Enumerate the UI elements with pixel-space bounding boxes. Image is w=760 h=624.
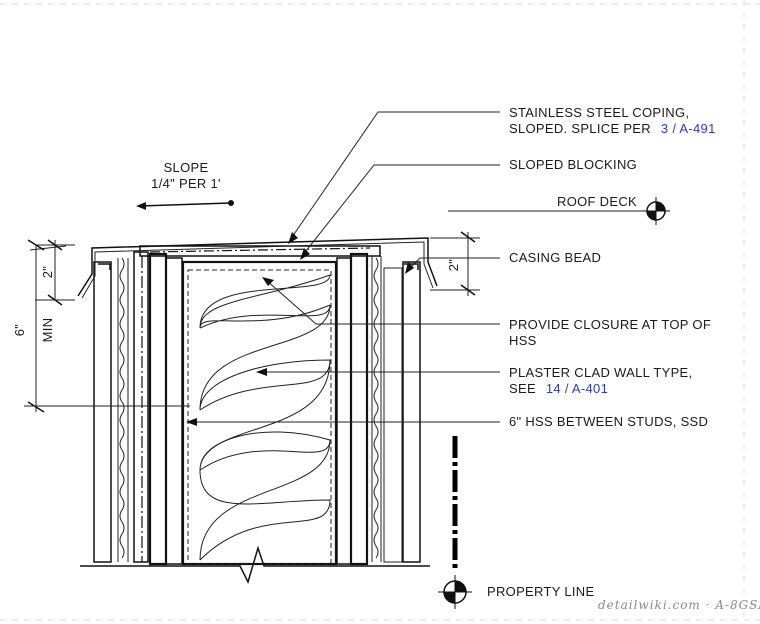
note-casing-bead: CASING BEAD xyxy=(509,250,601,265)
hss-inner-dashed xyxy=(187,269,332,565)
left-block xyxy=(165,257,183,565)
slope-value: 1/4" PER 1' xyxy=(151,176,221,191)
dimension-left xyxy=(24,239,190,413)
right-stud xyxy=(349,252,369,566)
dim-left-large: 6" xyxy=(12,324,27,337)
note-coping-ref: 3 / A-491 xyxy=(661,121,716,136)
left-plaster-layer xyxy=(93,261,112,563)
right-insulation-crosshatch xyxy=(383,267,403,563)
right-block xyxy=(336,257,352,565)
dimension-right xyxy=(430,231,480,296)
watermark: detailwiki.com · A-8GSAA xyxy=(598,598,760,612)
note-blocking: SLOPED BLOCKING xyxy=(509,157,637,172)
slope-arrow xyxy=(139,202,231,207)
leaders xyxy=(186,111,500,426)
note-plaster-line1: PLASTER CLAD WALL TYPE, xyxy=(509,365,692,380)
insulation-batt xyxy=(199,274,331,561)
note-coping-line2: SLOPED. SPLICE PER 3 / A-491 xyxy=(509,121,716,136)
break-line xyxy=(80,545,430,585)
note-roof-deck: ROOF DECK xyxy=(557,194,637,209)
property-line-target-icon xyxy=(438,575,472,609)
note-closure-line1: PROVIDE CLOSURE AT TOP OF xyxy=(509,317,711,332)
dim-left-small: 2" xyxy=(40,266,55,279)
wall-assembly xyxy=(77,237,438,585)
note-plaster-line2: SEE 14 / A-401 xyxy=(509,381,608,396)
right-wavy-layer xyxy=(373,257,379,559)
casing-bead-left xyxy=(98,263,111,270)
right-plaster-layer xyxy=(402,261,421,563)
roof-deck-target-icon xyxy=(642,197,670,225)
left-sheathing xyxy=(133,251,149,563)
dim-right-small: 2" xyxy=(446,259,461,272)
coping xyxy=(77,237,438,297)
note-coping-text: SLOPED. SPLICE PER xyxy=(509,121,651,136)
slope-label: SLOPE xyxy=(164,160,209,175)
note-property-line: PROPERTY LINE xyxy=(487,584,594,599)
note-coping-line1: STAINLESS STEEL COPING, xyxy=(509,105,689,120)
note-plaster-text: SEE xyxy=(509,381,536,396)
note-hss: 6" HSS BETWEEN STUDS, SSD xyxy=(509,414,708,429)
left-stud xyxy=(148,252,168,566)
note-plaster-ref: 14 / A-401 xyxy=(546,381,608,396)
dim-left-min: MIN xyxy=(40,318,55,343)
left-wavy-layer xyxy=(119,257,125,559)
note-closure-line2: HSS xyxy=(509,333,537,348)
